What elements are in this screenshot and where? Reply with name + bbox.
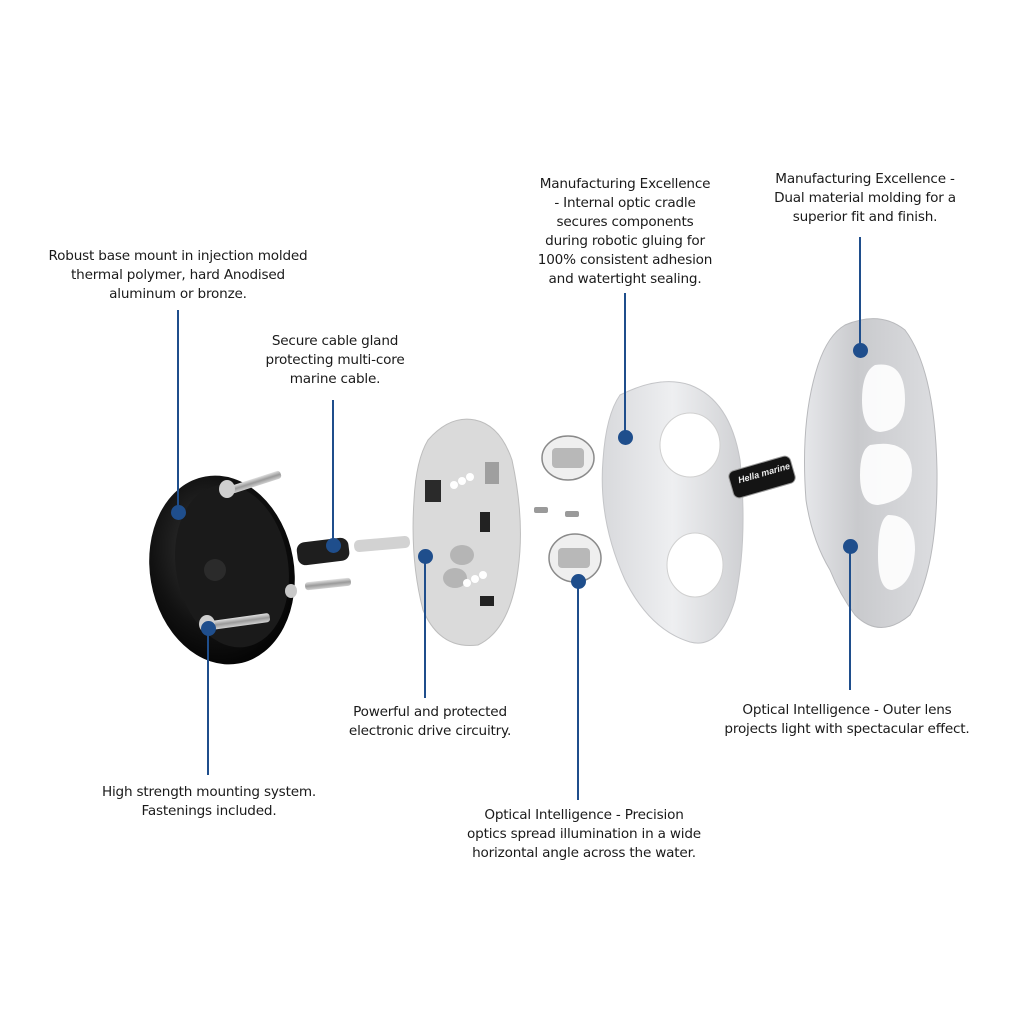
precision-optics-part [534,435,602,583]
leader-line-precision-optics [577,581,579,800]
leader-line-cable-gland [332,400,334,545]
callout-dot-cable-gland [325,537,341,553]
callout-dot-base-mount [170,504,186,520]
callout-drive-circuitry: Powerful and protected electronic drive … [348,704,512,739]
callout-dot-precision-optics [570,573,586,589]
callout-dot-dual-material [852,342,868,358]
callout-mounting-system: High strength mounting system. Fastening… [101,784,317,819]
callout-optic-cradle: Manufacturing Excellence - Internal opti… [537,176,713,287]
cable-gland-part [296,535,410,566]
leader-line-dual-material [859,237,861,350]
callout-dot-optic-cradle [617,429,633,445]
outer-lens-part [804,318,938,628]
callout-dot-mounting-system [200,620,216,636]
leader-line-optic-cradle [624,293,626,437]
callout-precision-optics: Optical Intelligence - Precision optics … [467,807,701,861]
leader-line-outer-lens [849,546,851,690]
callout-dot-outer-lens [842,538,858,554]
callout-cable-gland: Secure cable gland protecting multi-core… [265,333,405,387]
callout-base-mount: Robust base mount in injection molded th… [48,248,308,302]
callout-outer-lens: Optical Intelligence - Outer lens projec… [724,702,970,737]
leader-line-drive-circuitry [424,556,426,698]
callout-dot-drive-circuitry [417,548,433,564]
callout-dual-material: Manufacturing Excellence - Dual material… [774,171,956,225]
circuit-board-part [412,418,521,647]
optic-cradle-part [601,381,744,644]
hella-marine-badge [728,455,796,499]
leader-line-mounting-system [207,628,209,775]
leader-line-base-mount [177,310,179,512]
